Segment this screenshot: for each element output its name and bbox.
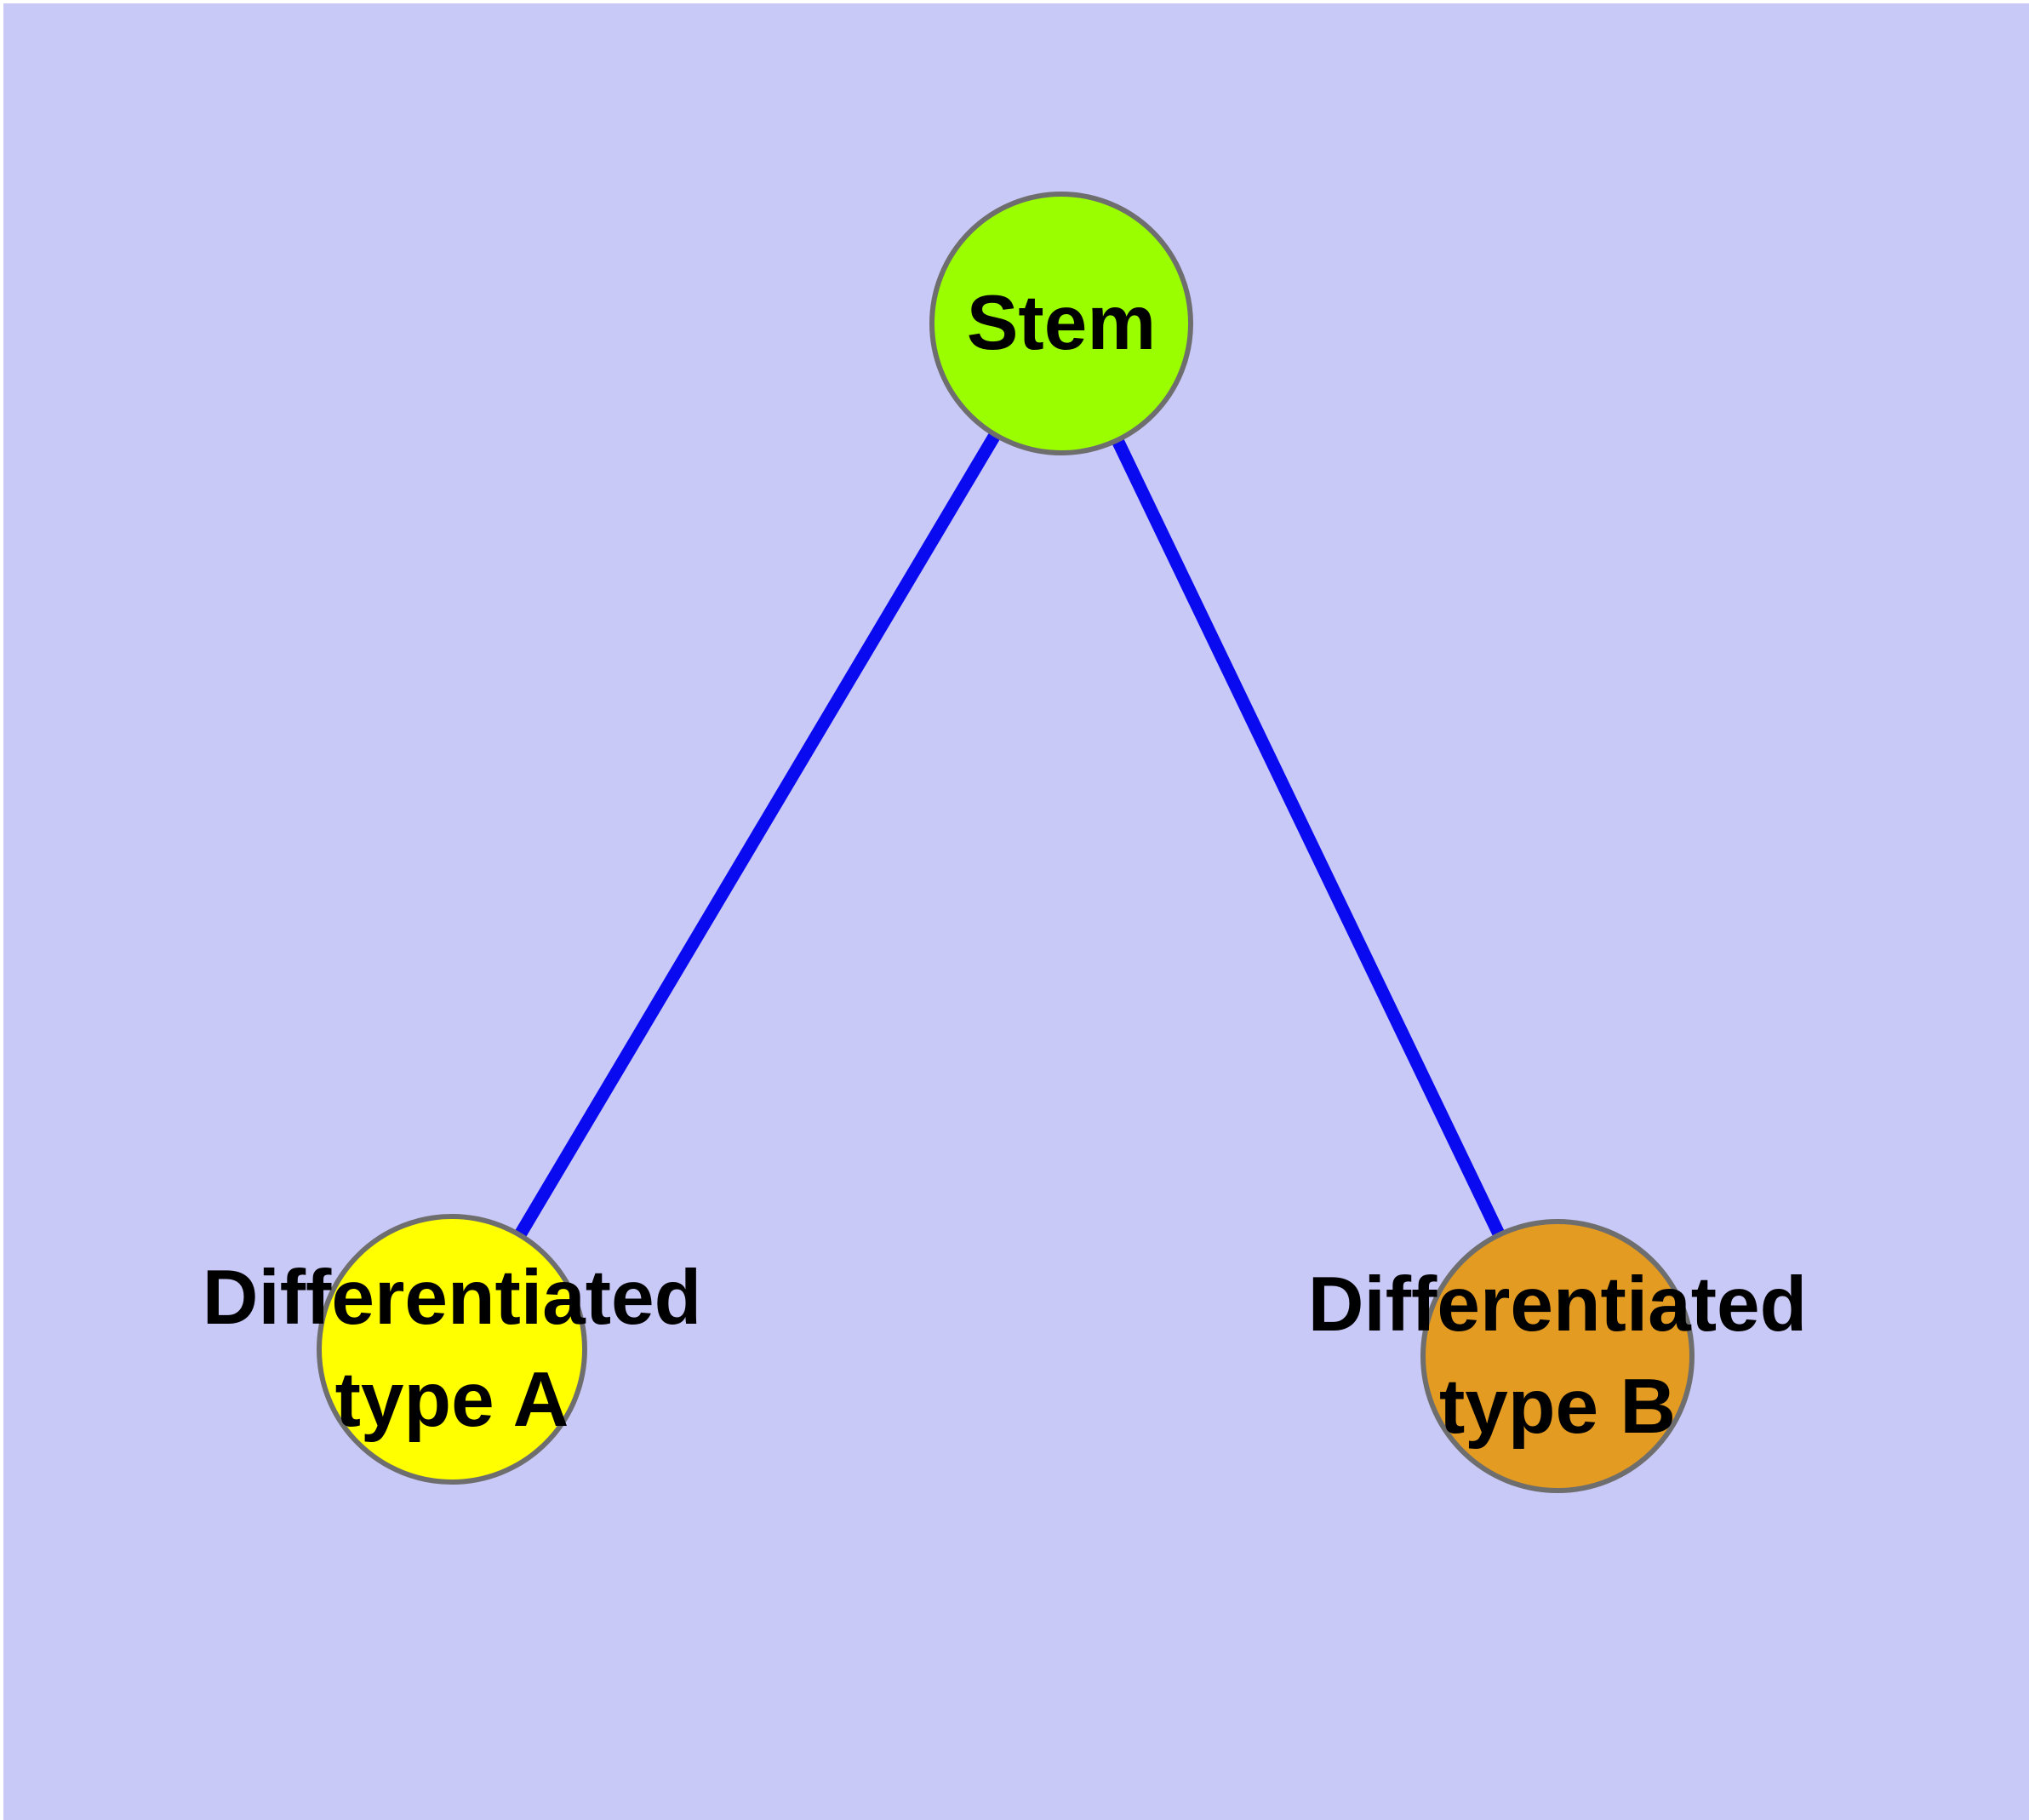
node-type-b-circle[interactable] xyxy=(1420,1219,1695,1493)
edge-stem-to-type-b xyxy=(1055,320,1563,1359)
diagram-graphics xyxy=(317,192,1695,1493)
node-stem-circle[interactable] xyxy=(929,192,1193,455)
node-type-a-circle[interactable] xyxy=(317,1214,587,1485)
edge-stem-to-type-a xyxy=(446,320,1067,1353)
